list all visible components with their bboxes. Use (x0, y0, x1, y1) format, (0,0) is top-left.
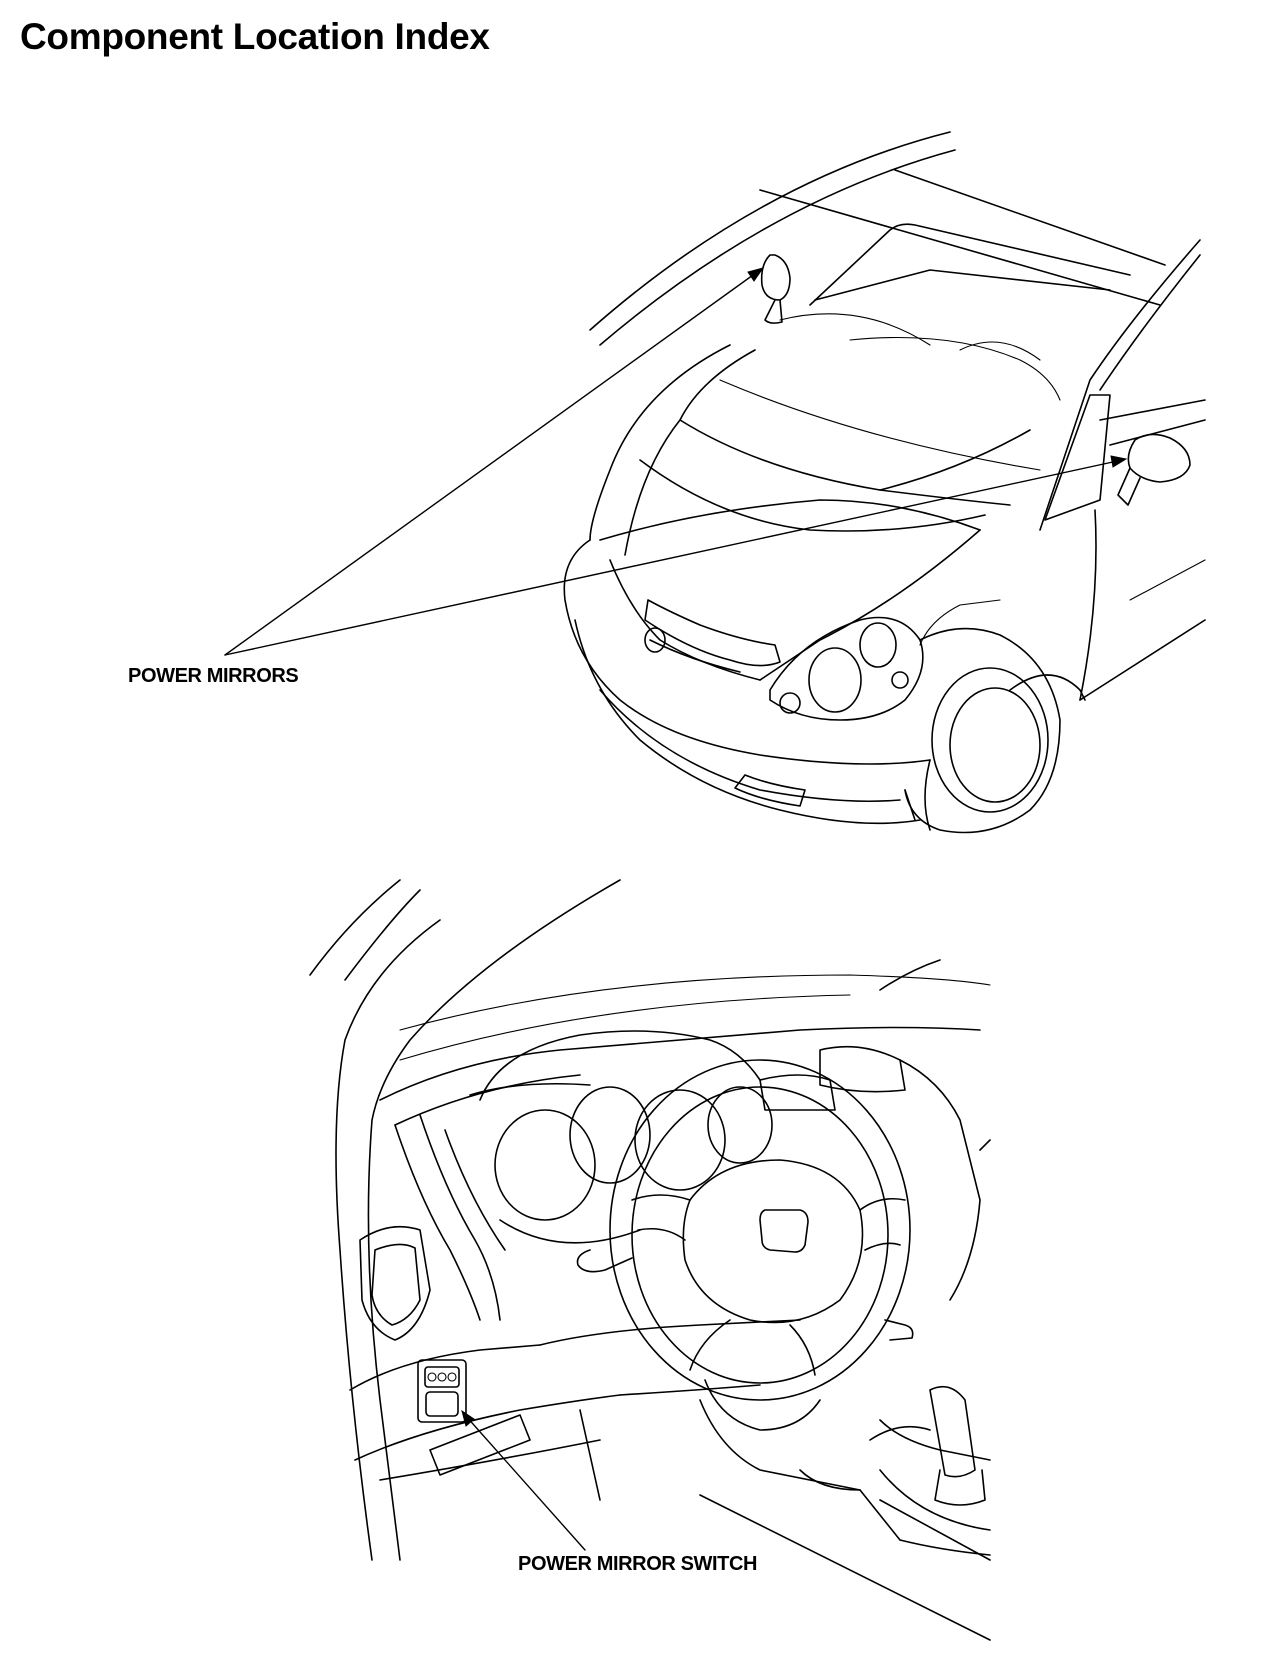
power-mirrors-label: POWER MIRRORS (128, 665, 299, 687)
car-exterior-illustration (563, 131, 1206, 834)
power-mirror-switch-label: POWER MIRROR SWITCH (518, 1553, 758, 1575)
power-mirror-switch-graphic (417, 1359, 467, 1423)
car-interior-illustration (309, 879, 991, 1641)
power-mirror-switch-leader (461, 1409, 586, 1551)
page-title: Component Location Index (20, 16, 490, 57)
power-mirrors-leaders (224, 267, 1128, 656)
